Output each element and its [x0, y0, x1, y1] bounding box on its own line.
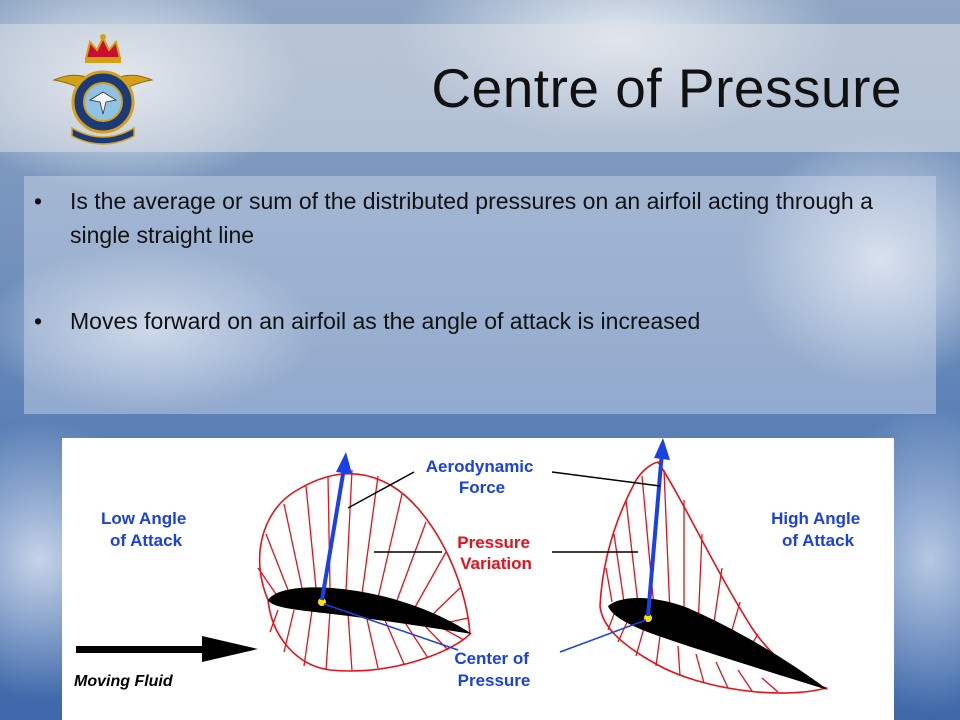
moving-fluid-label: Moving Fluid	[74, 673, 174, 690]
low-angle-force-arrow	[320, 452, 352, 601]
low-angle-label: Low Angle of Attack	[101, 509, 191, 550]
center-of-pressure-diagram: Aerodynamic Force Pressure Variation Cen…	[62, 438, 894, 720]
high-angle-force-arrow	[646, 438, 670, 617]
high-angle-airfoil	[608, 597, 828, 690]
pressure-variation-label: Pressure Variation	[457, 533, 535, 573]
diagram-svg: Aerodynamic Force Pressure Variation Cen…	[74, 438, 865, 694]
bullet-text: Is the average or sum of the distributed…	[70, 188, 873, 248]
content-box	[24, 176, 936, 414]
bullet-list: • Is the average or sum of the distribut…	[24, 184, 904, 390]
high-angle-pressure-envelope	[599, 461, 829, 694]
slide-title: Centre of Pressure	[431, 57, 902, 119]
center-of-pressure-label: Center of Pressure	[454, 649, 533, 690]
leader-lines	[347, 471, 661, 553]
air-cadets-crest-logo	[52, 34, 154, 145]
low-angle-pressure-envelope	[258, 472, 471, 672]
bullet-item: • Is the average or sum of the distribut…	[24, 184, 904, 252]
bullet-text: Moves forward on an airfoil as the angle…	[70, 308, 701, 334]
title-band	[0, 24, 960, 152]
low-angle-pressure-lines	[257, 469, 469, 672]
center-of-pressure-leader-lines	[323, 603, 647, 653]
moving-fluid-arrow	[76, 636, 258, 662]
low-angle-airfoil	[268, 587, 472, 634]
bullet-glyph: •	[34, 308, 43, 334]
bullet-glyph: •	[34, 188, 43, 214]
high-angle-label: High Angle of Attack	[771, 509, 865, 550]
aerodynamic-force-label: Aerodynamic Force	[426, 457, 538, 497]
bullet-item: • Moves forward on an airfoil as the ang…	[24, 304, 904, 338]
crown-icon	[84, 34, 122, 63]
